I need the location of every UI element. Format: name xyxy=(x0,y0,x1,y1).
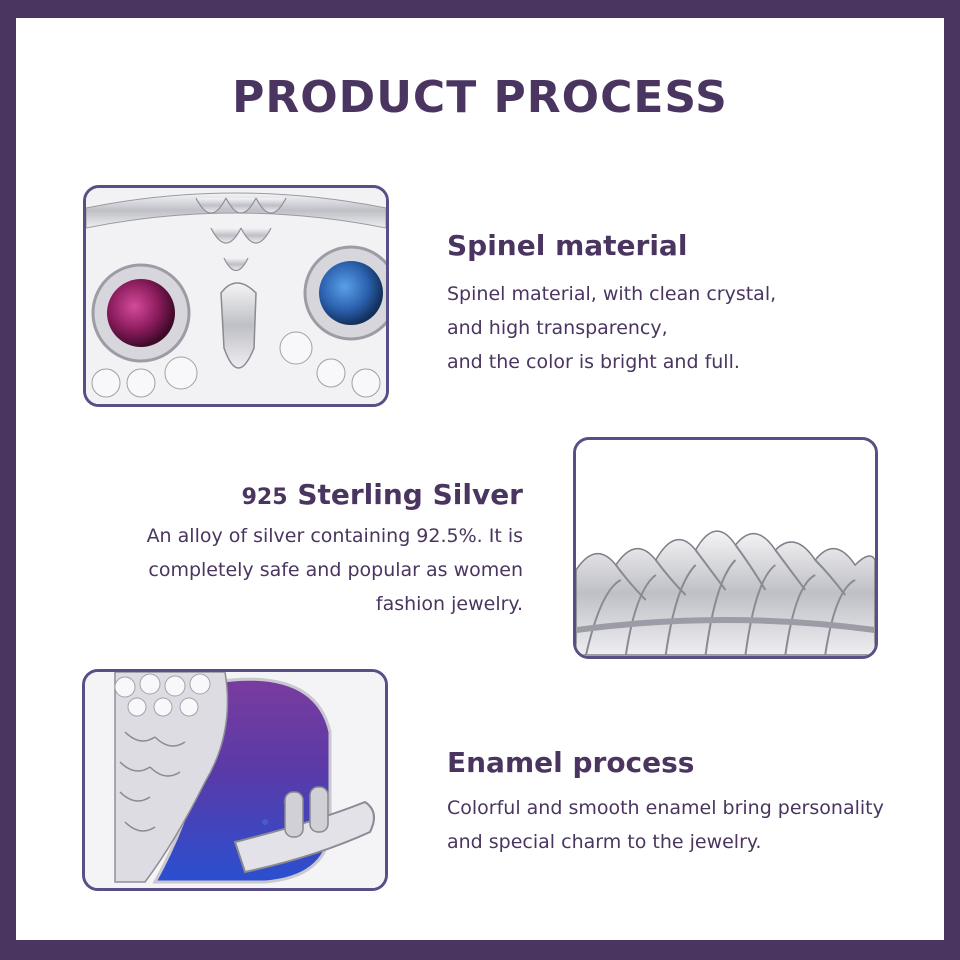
silver-heading-text: Sterling Silver xyxy=(297,478,523,511)
spinel-heading: Spinel material xyxy=(447,229,688,262)
silver-heading: 925 Sterling Silver xyxy=(242,478,523,511)
spinel-line-3: and the color is bright and full. xyxy=(447,351,740,373)
page-title: PRODUCT PROCESS xyxy=(232,72,728,123)
silver-feathers-photo xyxy=(573,437,878,659)
silver-line-1: An alloy of silver containing 92.5%. It … xyxy=(146,525,523,547)
silver-heading-number: 925 xyxy=(241,485,288,510)
spinel-eyes-photo xyxy=(83,185,389,407)
silver-description: An alloy of silver containing 92.5%. It … xyxy=(147,519,523,621)
silver-line-3: fashion jewelry. xyxy=(375,593,523,615)
spinel-line-2: and high transparency, xyxy=(447,317,668,339)
silver-line-2: completely safe and popular as women xyxy=(148,559,523,581)
enamel-owl-photo xyxy=(82,669,388,891)
enamel-line-1: Colorful and smooth enamel bring persona… xyxy=(447,797,884,819)
spinel-line-1: Spinel material, with clean crystal, xyxy=(447,283,777,305)
enamel-description: Colorful and smooth enamel bring persona… xyxy=(447,791,884,859)
enamel-heading: Enamel process xyxy=(447,746,695,779)
enamel-line-2: and special charm to the jewelry. xyxy=(447,831,762,853)
spinel-description: Spinel material, with clean crystal, and… xyxy=(447,277,776,379)
